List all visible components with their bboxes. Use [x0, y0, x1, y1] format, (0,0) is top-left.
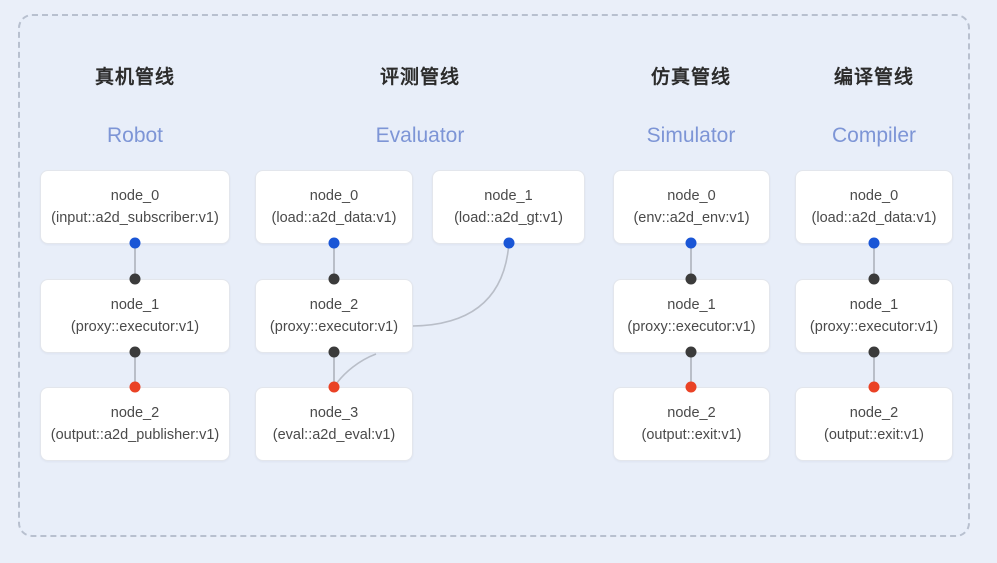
- port-terminal-dot[interactable]: [328, 381, 340, 393]
- column-title-en-evaluator: Evaluator: [375, 124, 465, 147]
- node-box[interactable]: node_0(load::a2d_data:v1): [255, 170, 413, 244]
- node-spec-label: (load::a2d_gt:v1): [454, 210, 563, 226]
- port-input-dot[interactable]: [328, 237, 340, 249]
- node-box[interactable]: node_3(eval::a2d_eval:v1): [255, 387, 413, 461]
- port-input-dot[interactable]: [685, 237, 697, 249]
- node-spec-label: (proxy::executor:v1): [627, 319, 756, 335]
- node-box[interactable]: node_2(output::a2d_publisher:v1): [40, 387, 230, 461]
- node-spec-label: (load::a2d_data:v1): [271, 210, 397, 226]
- node-box[interactable]: node_2(proxy::executor:v1): [255, 279, 413, 353]
- node-spec-label: (output::a2d_publisher:v1): [50, 427, 220, 443]
- node-name-label: node_0: [110, 187, 160, 204]
- port-output-dot[interactable]: [685, 346, 697, 358]
- node-name-label: node_0: [309, 187, 359, 204]
- node-name-label: node_2: [110, 404, 160, 421]
- node-box[interactable]: node_1(proxy::executor:v1): [613, 279, 770, 353]
- port-output-dot[interactable]: [129, 273, 141, 285]
- node-spec-label: (env::a2d_env:v1): [633, 210, 750, 226]
- port-terminal-dot[interactable]: [685, 381, 697, 393]
- node-box[interactable]: node_1(proxy::executor:v1): [795, 279, 953, 353]
- node-name-label: node_2: [667, 404, 716, 421]
- node-spec-label: (eval::a2d_eval:v1): [272, 427, 396, 443]
- node-box[interactable]: node_0(load::a2d_data:v1): [795, 170, 953, 244]
- column-title-cn-compiler: 编译管线: [833, 67, 915, 88]
- node-name-label: node_1: [849, 296, 899, 313]
- node-spec-label: (output::exit:v1): [824, 427, 924, 443]
- port-input-dot[interactable]: [868, 237, 880, 249]
- column-title-cn-simulator: 仿真管线: [650, 67, 732, 88]
- edge-connector: [873, 244, 875, 279]
- node-box[interactable]: node_2(output::exit:v1): [795, 387, 953, 461]
- edge-connector: [333, 244, 335, 279]
- column-title-en-compiler: Compiler: [831, 124, 917, 147]
- node-name-label: node_1: [484, 187, 533, 204]
- node-spec-label: (proxy::executor:v1): [70, 319, 200, 335]
- node-box[interactable]: node_1(load::a2d_gt:v1): [432, 170, 585, 244]
- edge-connector: [134, 353, 136, 387]
- node-name-label: node_1: [667, 296, 716, 313]
- node-box[interactable]: node_0(input::a2d_subscriber:v1): [40, 170, 230, 244]
- port-output-dot[interactable]: [328, 273, 340, 285]
- node-spec-label: (proxy::executor:v1): [809, 319, 939, 335]
- node-spec-label: (input::a2d_subscriber:v1): [51, 210, 219, 226]
- edge-connector: [134, 244, 136, 279]
- node-spec-label: (load::a2d_data:v1): [811, 210, 937, 226]
- node-name-label: node_1: [110, 296, 160, 313]
- node-name-label: node_2: [849, 404, 899, 421]
- node-name-label: node_0: [667, 187, 716, 204]
- port-output-dot[interactable]: [328, 346, 340, 358]
- edge-connector: [690, 353, 692, 387]
- node-box[interactable]: node_1(proxy::executor:v1): [40, 279, 230, 353]
- node-spec-label: (proxy::executor:v1): [269, 319, 399, 335]
- port-output-dot[interactable]: [868, 346, 880, 358]
- port-output-dot[interactable]: [868, 273, 880, 285]
- edge-connector: [690, 244, 692, 279]
- node-box[interactable]: node_0(env::a2d_env:v1): [613, 170, 770, 244]
- edge-connector: [333, 353, 335, 387]
- port-input-dot[interactable]: [503, 237, 515, 249]
- port-output-dot[interactable]: [685, 273, 697, 285]
- node-name-label: node_2: [309, 296, 359, 313]
- node-spec-label: (output::exit:v1): [641, 427, 742, 443]
- port-input-dot[interactable]: [129, 237, 141, 249]
- node-box[interactable]: node_2(output::exit:v1): [613, 387, 770, 461]
- column-title-cn-robot: 真机管线: [94, 67, 176, 88]
- column-title-en-robot: Robot: [106, 124, 164, 147]
- node-name-label: node_0: [849, 187, 899, 204]
- port-output-dot[interactable]: [129, 346, 141, 358]
- node-name-label: node_3: [309, 404, 359, 421]
- column-title-en-simulator: Simulator: [646, 124, 736, 147]
- port-terminal-dot[interactable]: [129, 381, 141, 393]
- edge-connector: [873, 353, 875, 387]
- column-title-cn-evaluator: 评测管线: [379, 67, 461, 88]
- port-terminal-dot[interactable]: [868, 381, 880, 393]
